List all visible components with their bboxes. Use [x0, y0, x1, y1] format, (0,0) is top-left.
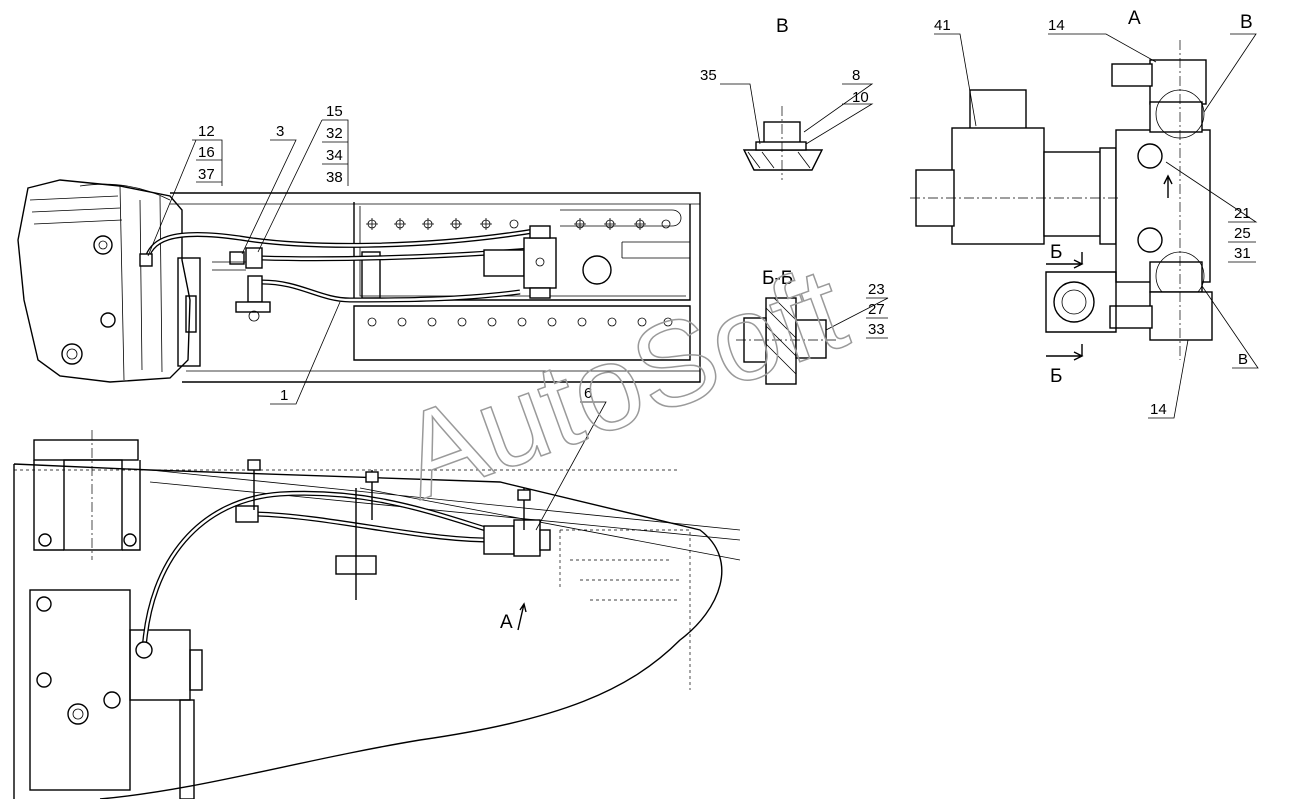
section-bb-title: Б-Б	[762, 268, 793, 289]
callout-37: 37	[198, 166, 215, 183]
callout-3: 3	[276, 123, 284, 140]
callout-15: 15	[326, 103, 343, 120]
circle-b-top: В	[1240, 12, 1253, 33]
callout-16: 16	[198, 144, 215, 161]
section-bb-detail	[736, 297, 889, 385]
plan-view-callouts	[147, 119, 349, 405]
section-mark-bottom: Б	[1050, 366, 1062, 387]
arrow-a-label: А	[500, 612, 513, 633]
callout-25: 25	[1234, 225, 1251, 242]
view-b-title: В	[776, 16, 789, 37]
side-view	[13, 401, 741, 799]
callout-38: 38	[326, 169, 343, 186]
callout-14-top: 14	[1048, 17, 1065, 34]
callout-31: 31	[1234, 245, 1251, 262]
callout-33: 33	[868, 321, 885, 338]
callout-34: 34	[326, 147, 343, 164]
watermark: AutoSoft	[383, 241, 861, 524]
view-a-title: А	[1128, 8, 1141, 29]
callout-1: 1	[280, 387, 288, 404]
section-mark-top: Б	[1050, 242, 1062, 263]
view-b-detail	[720, 83, 874, 180]
callout-12: 12	[198, 123, 215, 140]
callout-8: 8	[852, 67, 860, 84]
view-a-detail	[910, 33, 1259, 419]
callout-23: 23	[868, 281, 885, 298]
callout-21: 21	[1234, 205, 1251, 222]
callout-32: 32	[326, 125, 343, 142]
callout-10: 10	[852, 89, 869, 106]
callout-41: 41	[934, 17, 951, 34]
circle-b-bottom: В	[1238, 351, 1248, 368]
callout-14-bottom: 14	[1150, 401, 1167, 418]
callout-27: 27	[868, 301, 885, 318]
frame-plan-view	[17, 179, 701, 383]
callout-6: 6	[584, 385, 592, 402]
callout-35: 35	[700, 67, 717, 84]
